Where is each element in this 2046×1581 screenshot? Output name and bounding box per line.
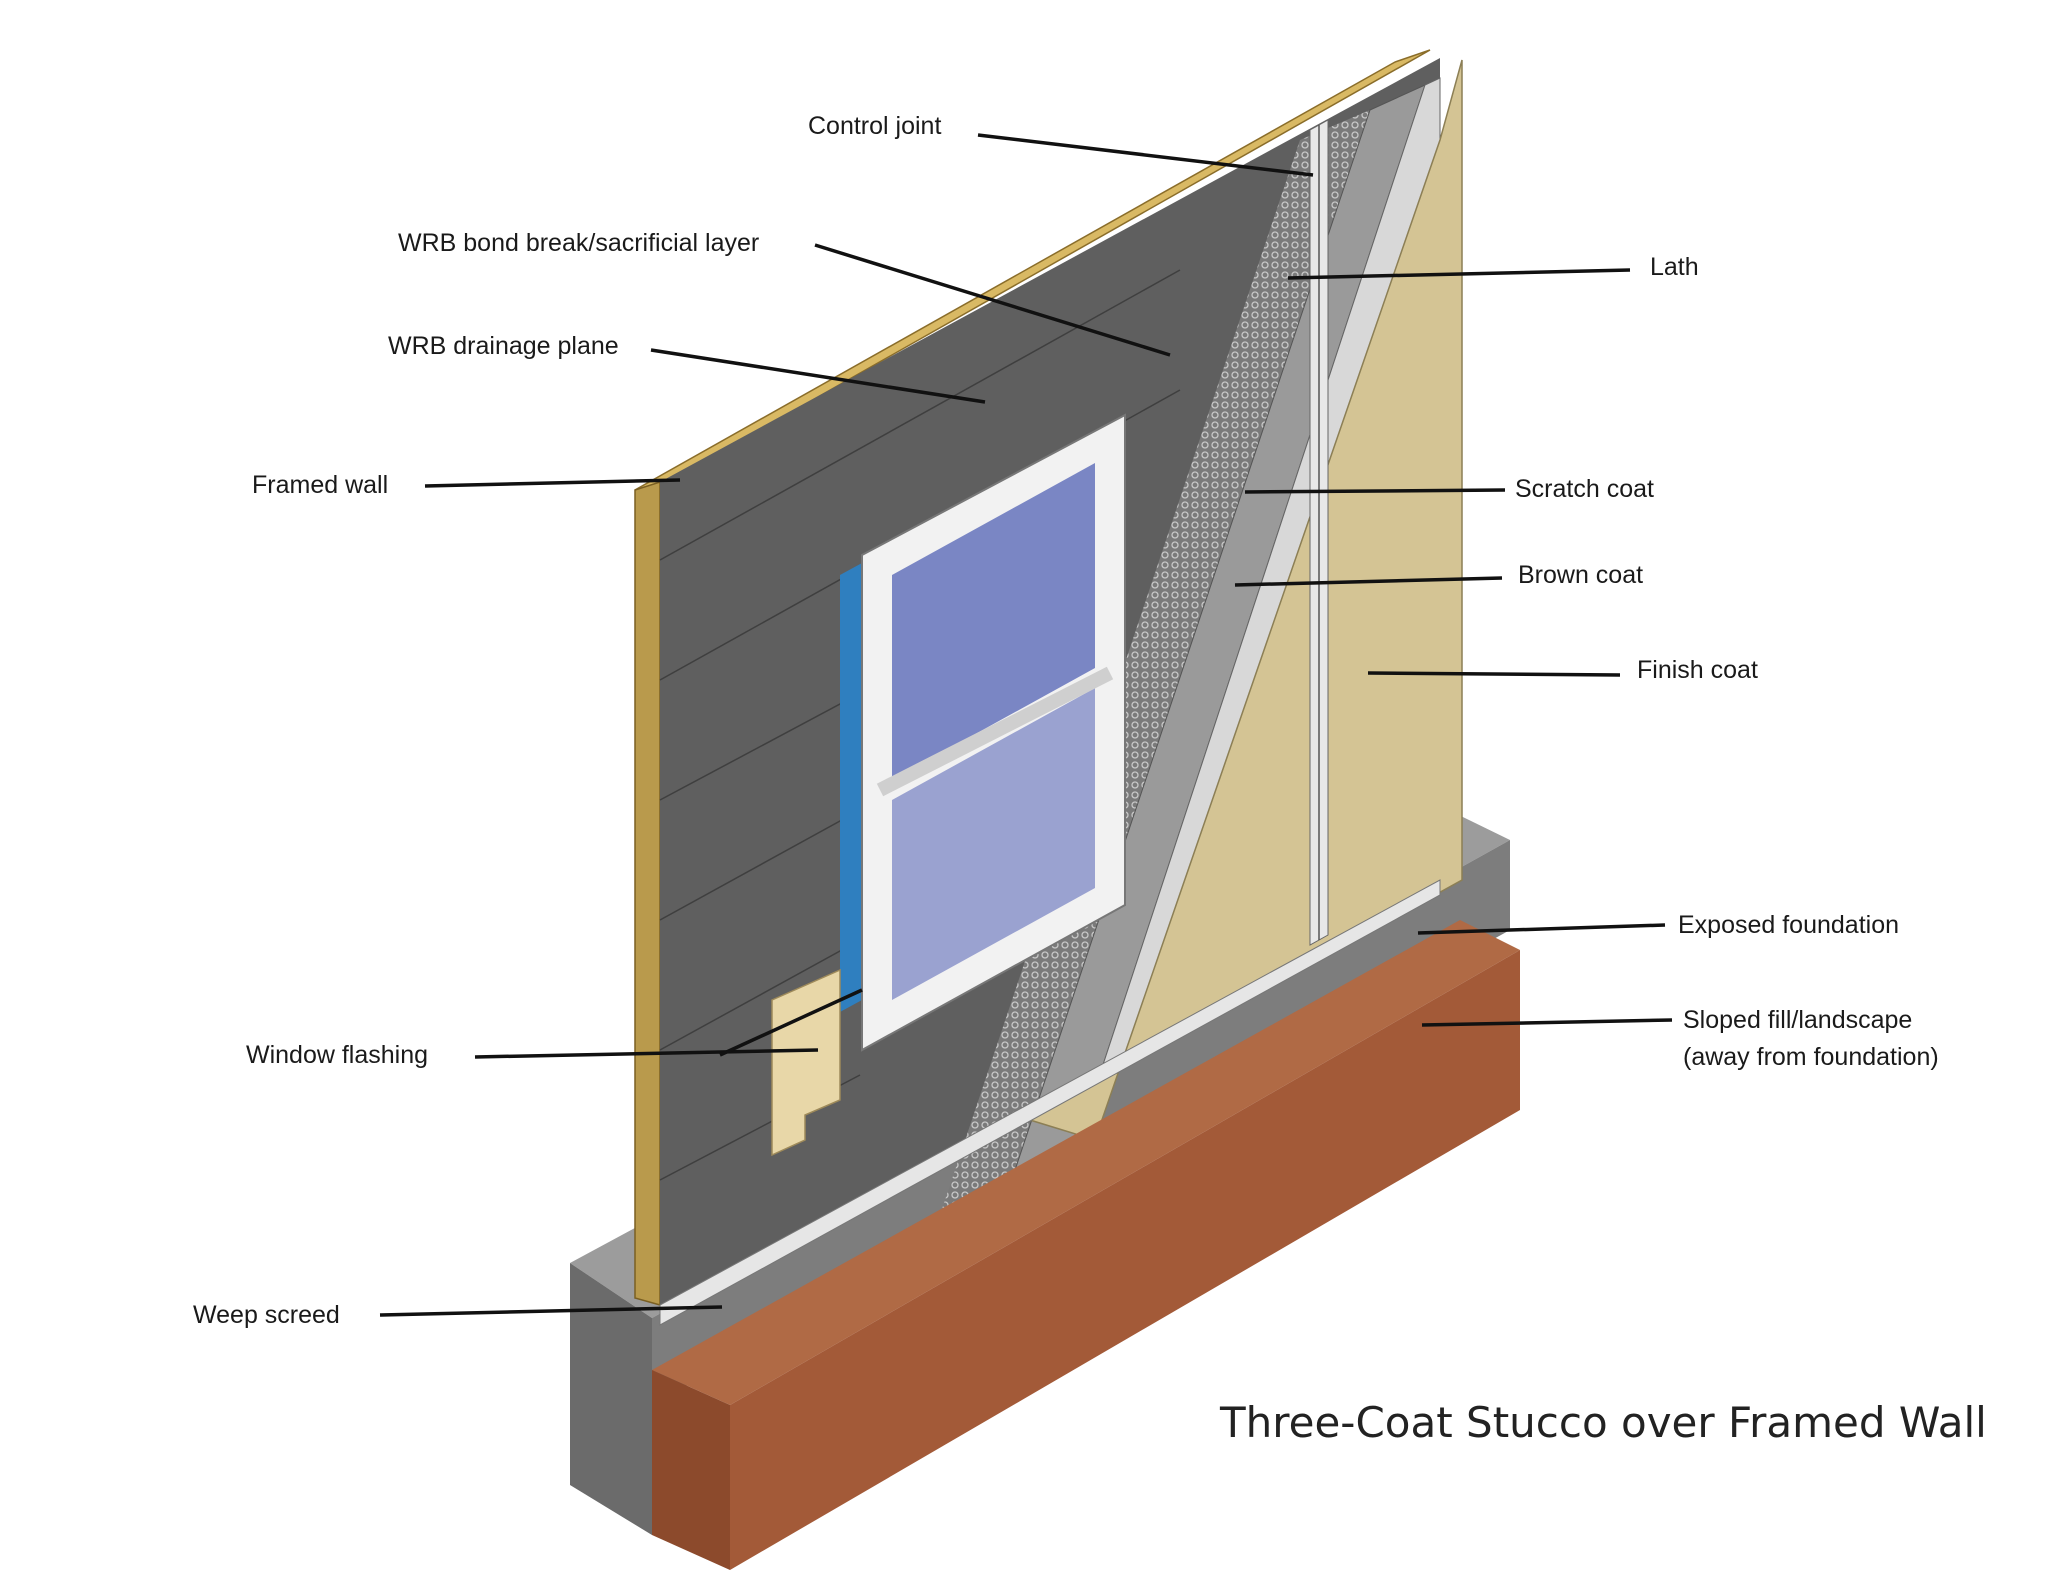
leader-finish-coat bbox=[1367, 671, 1621, 677]
label-exposed-foundation: Exposed foundation bbox=[1678, 911, 1900, 939]
fill-top bbox=[652, 920, 1520, 1405]
label-framed-wall: Framed wall bbox=[252, 471, 389, 499]
leader-lines bbox=[379, 133, 1673, 1317]
leader-wrb-drainage bbox=[650, 348, 986, 404]
leader-window-flashing-2 bbox=[719, 988, 863, 1057]
foundation-front bbox=[570, 1263, 652, 1535]
window-upper-glass bbox=[892, 463, 1095, 780]
leader-wrb-bond-break bbox=[814, 243, 1171, 357]
leader-brown-coat bbox=[1234, 576, 1503, 587]
label-window-flashing: Window flashing bbox=[246, 1041, 429, 1069]
label-finish-coat: Finish coat bbox=[1637, 656, 1758, 684]
leader-weep-screed bbox=[379, 1305, 723, 1317]
label-lath: Lath bbox=[1650, 253, 1699, 281]
label-brown-coat: Brown coat bbox=[1518, 561, 1644, 589]
leader-exposed-foundation bbox=[1417, 923, 1666, 935]
fill-face bbox=[730, 950, 1520, 1570]
label-wrb-drainage-plane: WRB drainage plane bbox=[388, 332, 619, 360]
label-weep-screed: Weep screed bbox=[193, 1301, 340, 1329]
control-joint bbox=[1309, 119, 1329, 946]
flashing-tape bbox=[771, 968, 841, 1157]
label-control-joint: Control joint bbox=[808, 112, 942, 140]
fill-front bbox=[652, 1370, 730, 1570]
sloped-fill bbox=[652, 920, 1520, 1570]
diagram-title: Three-Coat Stucco over Framed Wall bbox=[1220, 1398, 1987, 1447]
leader-lath bbox=[1287, 268, 1631, 280]
window-flashing bbox=[771, 563, 862, 1157]
weep-screed bbox=[659, 879, 1441, 1326]
leader-window-flashing bbox=[474, 1048, 819, 1059]
leader-control-joint bbox=[977, 133, 1314, 177]
label-wrb-bond-break: WRB bond break/sacrificial layer bbox=[398, 229, 760, 257]
framed-wall-side bbox=[634, 480, 661, 1306]
label-scratch-coat: Scratch coat bbox=[1515, 475, 1654, 503]
window-lower-glass bbox=[892, 688, 1095, 1000]
leader-sloped-fill bbox=[1421, 1018, 1673, 1027]
label-sloped-fill-line2: (away from foundation) bbox=[1683, 1043, 1939, 1071]
label-sloped-fill-line1: Sloped fill/landscape bbox=[1683, 1006, 1913, 1034]
flashing-membrane bbox=[840, 563, 862, 1012]
leader-framed-wall bbox=[424, 478, 681, 488]
window-meeting-rail bbox=[876, 666, 1114, 797]
leader-scratch-coat bbox=[1244, 488, 1506, 494]
window bbox=[861, 413, 1126, 1052]
